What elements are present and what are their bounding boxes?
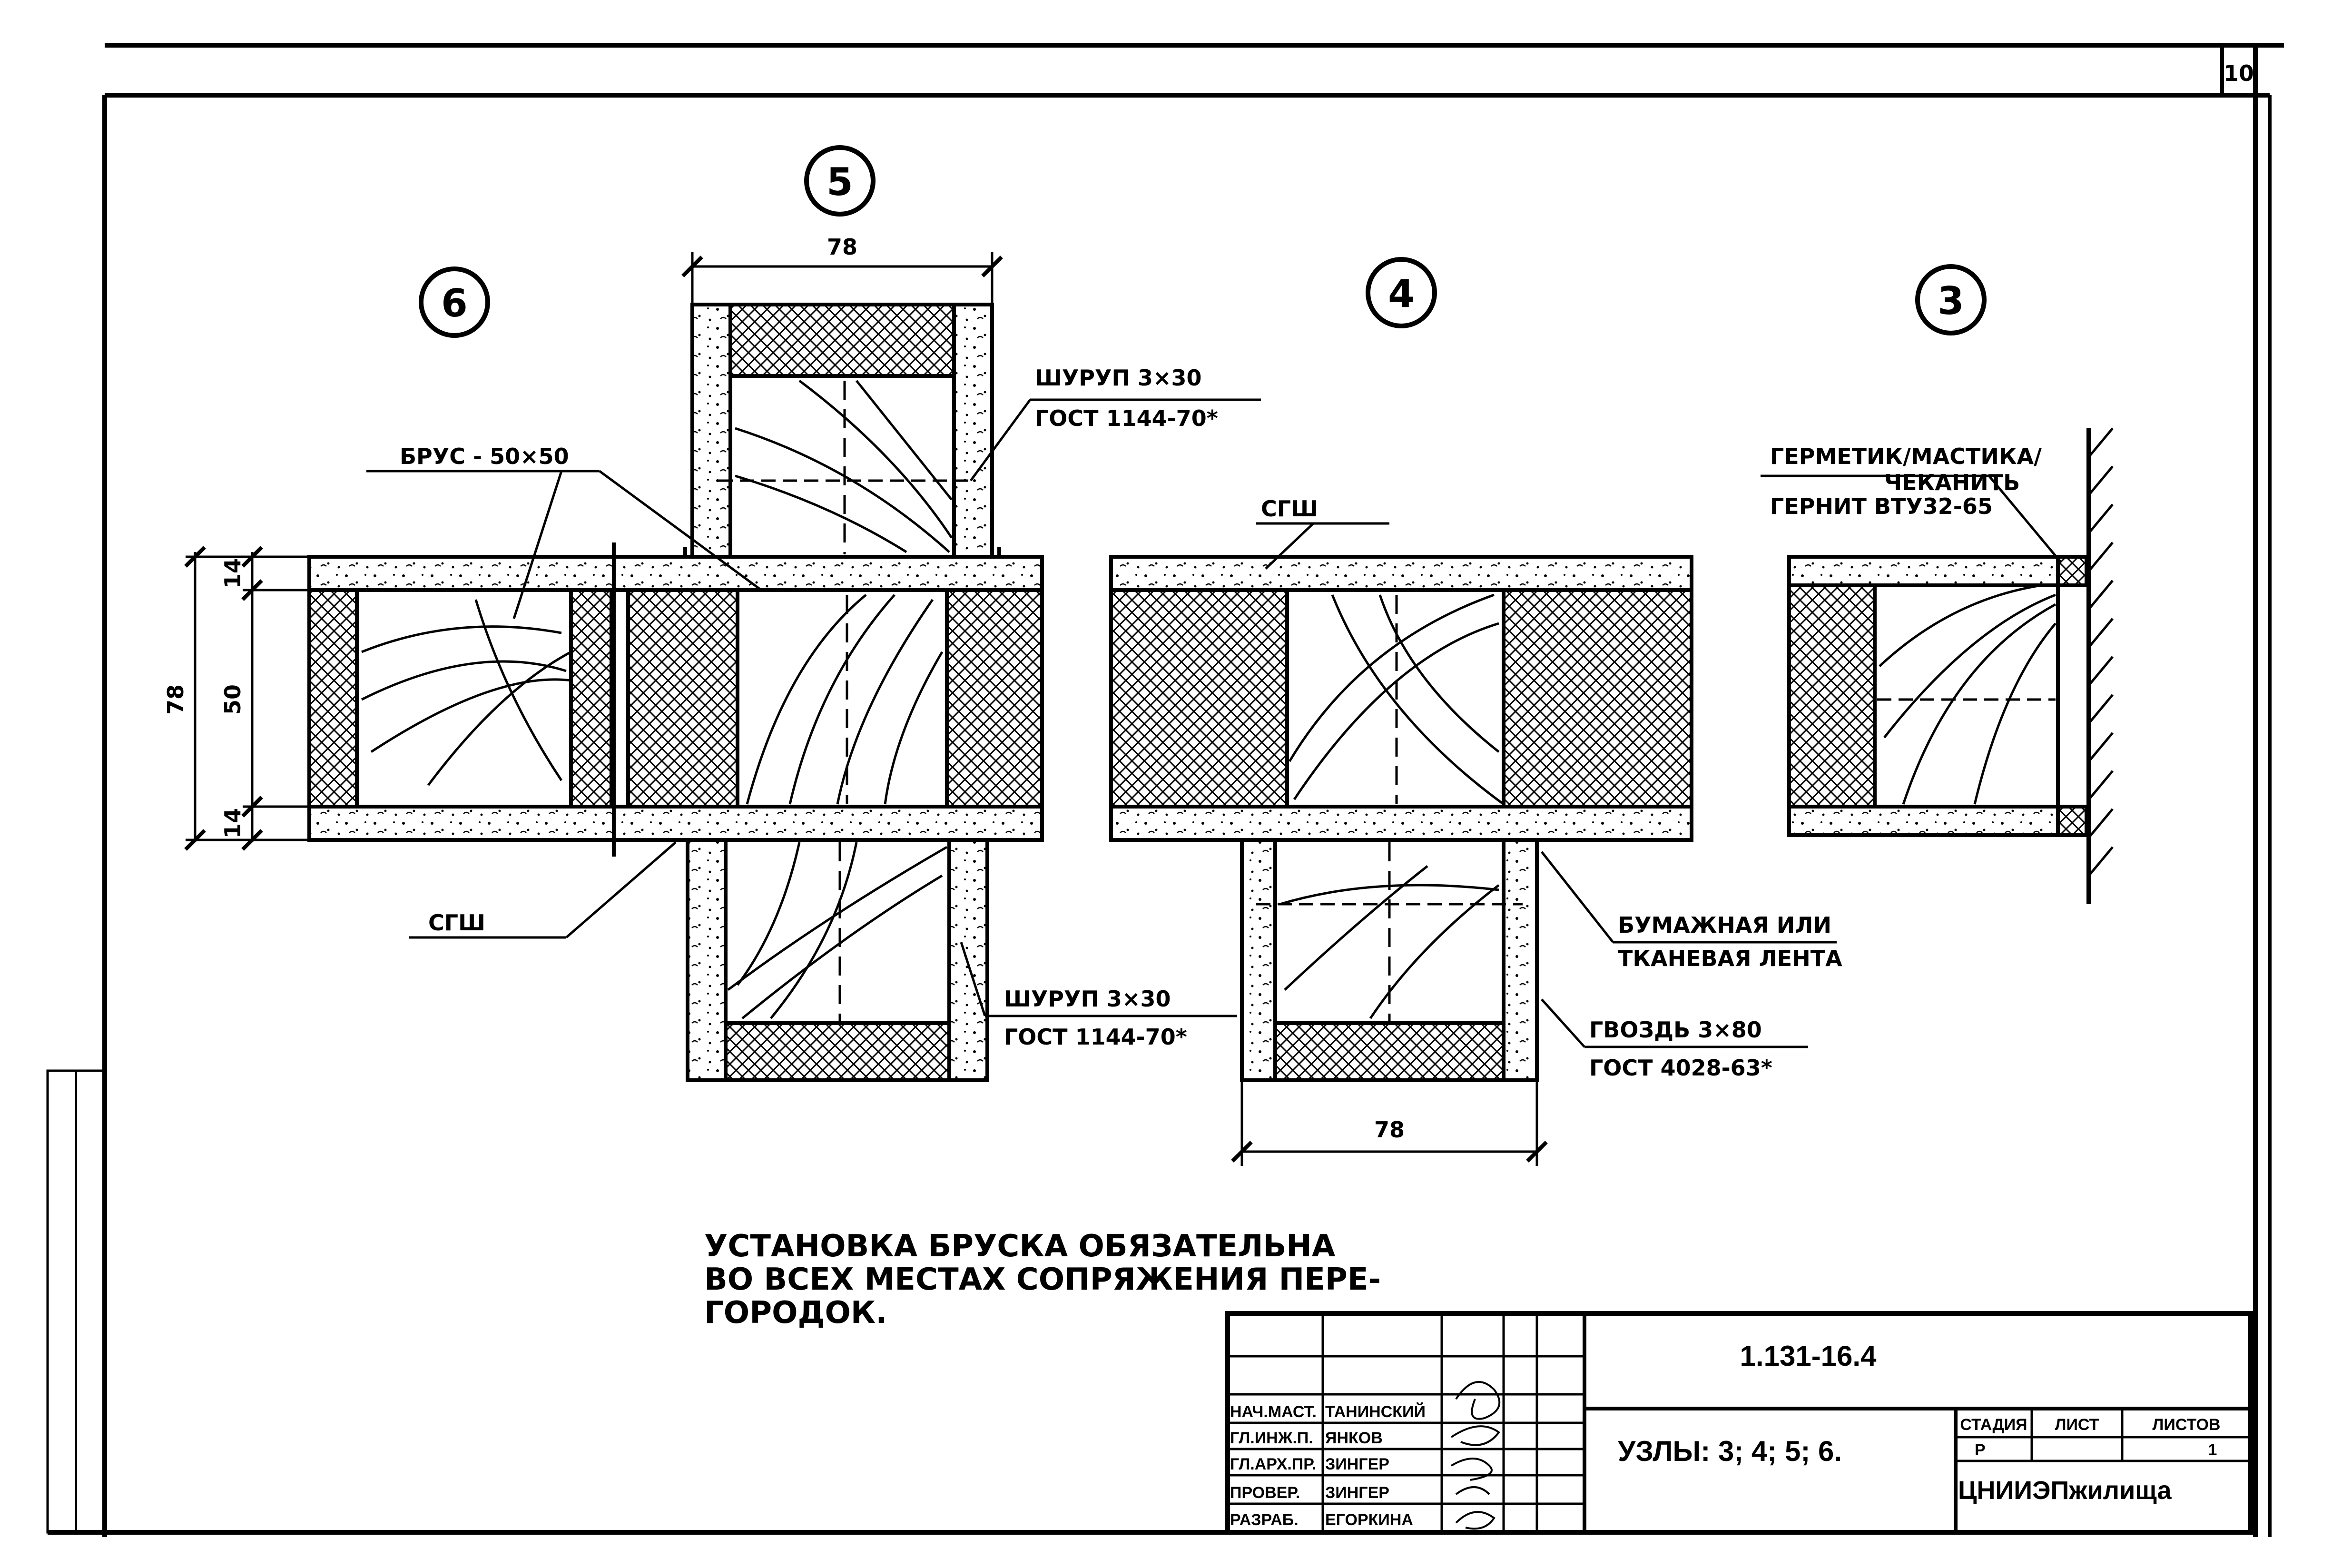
label-sealant-2: ЧЕКАНИТЬ xyxy=(1884,470,2020,495)
note-line-1: УСТАНОВКА БРУСКА ОБЯЗАТЕЛЬНА xyxy=(704,1229,1336,1264)
label-sgsh-left: СГШ xyxy=(428,910,485,936)
wood-grain-node-4 xyxy=(1256,593,1523,1021)
label-screw-top-1: ШУРУП 3×30 xyxy=(1035,365,1202,391)
note-line-3: ГОРОДОК. xyxy=(704,1295,887,1331)
note-line-2: ВО ВСЕХ МЕСТАХ СОПРЯЖЕНИЯ ПЕРЕ- xyxy=(704,1262,1381,1297)
node-label-3: 3 xyxy=(1938,279,1964,323)
wood-grain-vertical-top xyxy=(718,380,975,554)
partition-node-3 xyxy=(1787,428,2091,904)
wall-hatching xyxy=(2088,427,2114,877)
title-block-name: ЯНКОВ xyxy=(1325,1429,1383,1447)
dimension-lines xyxy=(184,252,1548,1166)
title-block-name: ЗИНГЕР xyxy=(1325,1484,1389,1502)
title-block-sheets-value: 1 xyxy=(2208,1441,2217,1459)
dim-total-height: 78 xyxy=(163,684,188,715)
node-label-4: 4 xyxy=(1388,272,1415,316)
node-label-6: 6 xyxy=(441,281,468,325)
label-sealant-3: ГЕРНИТ ВТУ32-65 xyxy=(1770,493,1993,519)
wood-grain-left xyxy=(361,594,944,805)
partition-left xyxy=(307,542,1044,857)
title-block-title: УЗЛЫ: 3; 4; 5; 6. xyxy=(1618,1435,1842,1467)
title-block xyxy=(1225,1311,2253,1535)
title-block-name: ЗИНГЕР xyxy=(1325,1455,1389,1473)
signatures xyxy=(1450,1381,1501,1530)
wood-grain-vertical-bottom xyxy=(727,842,948,1021)
label-nail-1: ГВОЗДЬ 3×80 xyxy=(1589,1017,1762,1043)
title-block-role: РАЗРАБ. xyxy=(1230,1511,1299,1529)
label-brus: БРУС - 50×50 xyxy=(400,444,569,469)
label-tape-2: ТКАНЕВАЯ ЛЕНТА xyxy=(1618,946,1842,971)
partition-vertical-bottom xyxy=(686,838,989,1082)
partition-node-4 xyxy=(1109,555,1693,1082)
dim-skin-bottom: 14 xyxy=(220,808,246,838)
title-block-stage-header: СТАДИЯ xyxy=(1960,1416,2027,1434)
sheet-number: 10 xyxy=(2224,60,2254,86)
title-block-org: ЦНИИЭПжилища xyxy=(1958,1476,2172,1505)
title-block-stage-value: Р xyxy=(1975,1441,1986,1459)
dim-bottom-width: 78 xyxy=(1374,1117,1405,1143)
title-block-code: 1.131-16.4 xyxy=(1740,1340,1877,1372)
label-sgsh-top: СГШ xyxy=(1261,496,1318,522)
label-tape-1: БУМАЖНАЯ ИЛИ xyxy=(1618,912,1831,938)
label-nail-2: ГОСТ 4028-63* xyxy=(1589,1055,1772,1081)
title-block-role: ГЛ.ИНЖ.П. xyxy=(1230,1429,1313,1447)
dim-top-width: 78 xyxy=(827,234,857,260)
title-block-name: ТАНИНСКИЙ xyxy=(1325,1402,1426,1421)
title-block-role: НАЧ.МАСТ. xyxy=(1230,1403,1317,1421)
title-block-sheet-header: ЛИСТ xyxy=(2055,1416,2099,1434)
label-sealant-1: ГЕРМЕТИК/МАСТИКА/ xyxy=(1770,444,2042,469)
title-block-role: ПРОВЕР. xyxy=(1230,1484,1300,1502)
label-screw-bottom-2: ГОСТ 1144-70* xyxy=(1004,1024,1187,1050)
node-label-5: 5 xyxy=(827,160,853,204)
partition-vertical-top xyxy=(683,303,1001,559)
leader-lines xyxy=(366,398,2061,1048)
title-block-role: ГЛ.АРХ.ПР. xyxy=(1230,1455,1316,1473)
wood-grain-node-3 xyxy=(1877,584,2056,805)
label-screw-top-2: ГОСТ 1144-70* xyxy=(1035,405,1218,431)
dim-core-height: 50 xyxy=(220,684,246,715)
dim-skin-top: 14 xyxy=(220,558,246,589)
label-screw-bottom-1: ШУРУП 3×30 xyxy=(1004,986,1171,1012)
title-block-sheets-header: ЛИСТОВ xyxy=(2153,1416,2221,1434)
sheet-frame xyxy=(46,43,2284,1537)
node-markers xyxy=(419,145,1987,338)
title-block-name: ЕГОРКИНА xyxy=(1325,1511,1413,1529)
